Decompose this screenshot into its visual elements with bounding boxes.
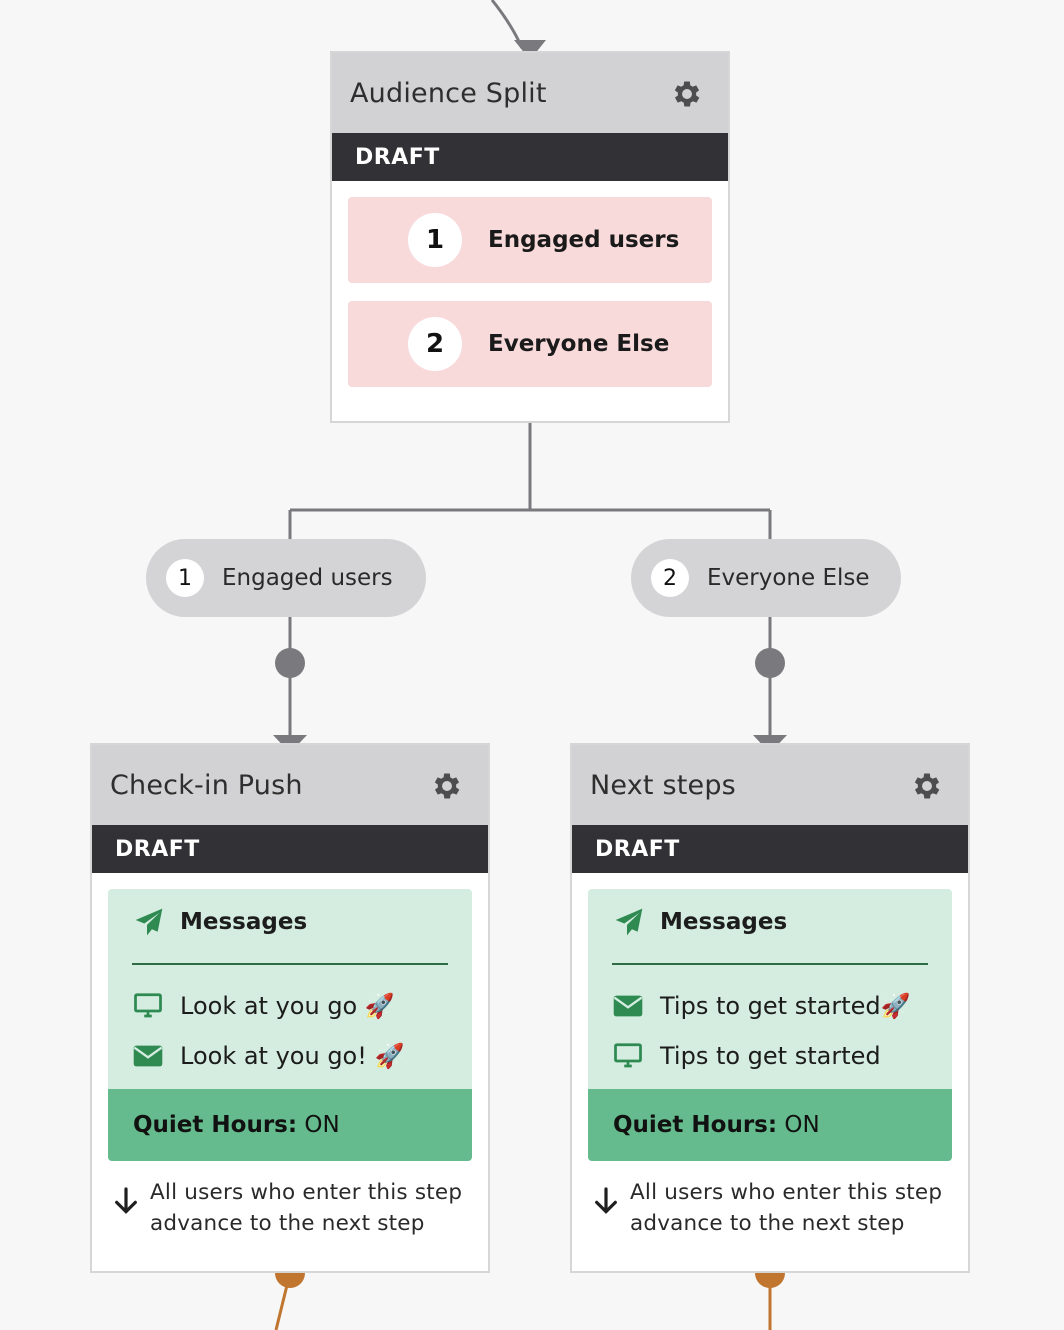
quiet-hours-bar: Quiet Hours: ON: [588, 1089, 952, 1161]
messages-header: Messages: [108, 889, 472, 955]
messages-panel: Messages Tips to get started🚀 Tips to ge…: [588, 889, 952, 1089]
arrow-down-icon: [115, 1187, 137, 1214]
quiet-hours-label: Quiet Hours:: [613, 1112, 778, 1138]
pill-label: Engaged users: [222, 565, 393, 591]
message-name: Look at you go! 🚀: [180, 1042, 405, 1070]
split-branch-1[interactable]: 1 Engaged users: [348, 197, 712, 283]
step-title: Check-in Push: [110, 769, 303, 801]
split-branch-2[interactable]: 2 Everyone Else: [348, 301, 712, 387]
quiet-hours-value: ON: [784, 1112, 820, 1138]
gear-icon[interactable]: [910, 769, 944, 803]
quiet-hours-value: ON: [304, 1112, 340, 1138]
messages-heading: Messages: [180, 909, 308, 935]
messages-heading: Messages: [660, 909, 788, 935]
quiet-hours-label: Quiet Hours:: [133, 1112, 298, 1138]
draft-status-bar: DRAFT: [332, 133, 728, 181]
step-header: Check-in Push: [92, 745, 488, 825]
desktop-icon: [614, 1043, 642, 1068]
step-title: Audience Split: [350, 77, 547, 109]
pill-number: 2: [651, 559, 689, 597]
message-item[interactable]: Look at you go! 🚀: [108, 1031, 472, 1081]
step-card-next-steps[interactable]: Next steps DRAFT Messages Tips to get st…: [570, 743, 970, 1273]
branch-number: 1: [408, 213, 462, 267]
pill-label: Everyone Else: [707, 565, 870, 591]
envelope-icon: [613, 995, 643, 1017]
messages-panel: Messages Look at you go 🚀 Look at you go…: [108, 889, 472, 1089]
advance-text-line-1: All users who enter this step: [630, 1180, 943, 1205]
step-card-check-in-push[interactable]: Check-in Push DRAFT Messages Look at you…: [90, 743, 490, 1273]
pill-number: 1: [166, 559, 204, 597]
message-name: Look at you go 🚀: [180, 992, 395, 1020]
draft-status-bar: DRAFT: [572, 825, 968, 873]
gear-icon[interactable]: [670, 77, 704, 111]
messages-divider: [132, 963, 448, 965]
step-title: Next steps: [590, 769, 736, 801]
desktop-icon: [134, 993, 162, 1018]
branch-number: 2: [408, 317, 462, 371]
split-connector: [288, 422, 772, 540]
message-name: Tips to get started: [660, 1042, 881, 1070]
envelope-icon: [133, 1045, 163, 1067]
step-header: Next steps: [572, 745, 968, 825]
paper-plane-icon: [135, 908, 163, 936]
right-branch-node: [755, 648, 785, 678]
branch-pill-everyone-else[interactable]: 2 Everyone Else: [631, 539, 901, 617]
advance-info: All users who enter this step advance to…: [590, 1177, 960, 1239]
incoming-arrow-icon: [514, 40, 546, 60]
arrow-down-icon: [595, 1187, 617, 1214]
left-branch-node: [275, 648, 305, 678]
advance-info: All users who enter this step advance to…: [110, 1177, 480, 1239]
advance-text-line-2: advance to the next step: [150, 1211, 425, 1236]
audience-split-card[interactable]: Audience Split DRAFT 1 Engaged users 2 E…: [330, 51, 730, 423]
branch-pill-engaged-users[interactable]: 1 Engaged users: [146, 539, 426, 617]
gear-icon[interactable]: [430, 769, 464, 803]
advance-text: All users who enter this step advance to…: [630, 1177, 942, 1239]
message-item[interactable]: Tips to get started: [588, 1031, 952, 1081]
step-header: Audience Split: [332, 53, 728, 133]
advance-text-line-2: advance to the next step: [630, 1211, 905, 1236]
message-item[interactable]: Tips to get started🚀: [588, 981, 952, 1031]
message-item[interactable]: Look at you go 🚀: [108, 981, 472, 1031]
message-name: Tips to get started🚀: [660, 992, 911, 1020]
branch-label: Engaged users: [488, 227, 680, 253]
branch-label: Everyone Else: [488, 331, 670, 357]
advance-text-line-1: All users who enter this step: [150, 1180, 463, 1205]
messages-divider: [612, 963, 928, 965]
advance-text: All users who enter this step advance to…: [150, 1177, 462, 1239]
paper-plane-icon: [615, 908, 643, 936]
messages-header: Messages: [588, 889, 952, 955]
draft-status-bar: DRAFT: [92, 825, 488, 873]
quiet-hours-bar: Quiet Hours: ON: [108, 1089, 472, 1161]
